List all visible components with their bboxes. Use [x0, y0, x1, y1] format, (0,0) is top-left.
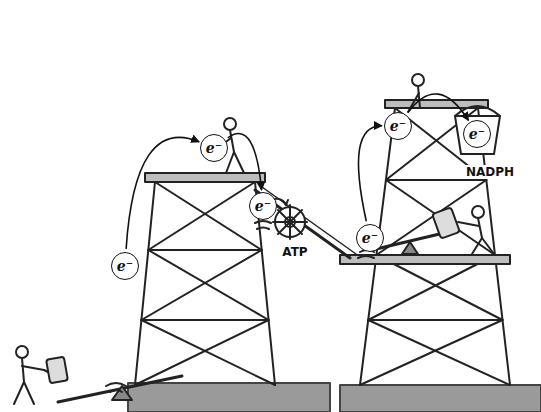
electron-circle: e⁻	[384, 112, 412, 140]
process-label: NADPH	[464, 165, 516, 179]
electron-path-arrow	[228, 134, 262, 190]
electron-path-arrow	[126, 137, 199, 249]
electron-label: e⁻	[117, 259, 133, 273]
electron-label: e⁻	[362, 231, 378, 245]
electron-circle: e⁻	[463, 120, 491, 148]
electron-path-arrow	[358, 126, 381, 222]
electron-label: e⁻	[390, 119, 406, 133]
electron-circle: e⁻	[249, 192, 277, 220]
electron-label: e⁻	[469, 127, 485, 141]
electron-circle: e⁻	[111, 252, 139, 280]
electron-path-arrow	[408, 94, 468, 120]
electron-label: e⁻	[206, 141, 222, 155]
process-label: ATP	[280, 245, 309, 259]
electron-circle: e⁻	[200, 134, 228, 162]
electron-label: e⁻	[255, 199, 271, 213]
electron-circle: e⁻	[356, 224, 384, 252]
